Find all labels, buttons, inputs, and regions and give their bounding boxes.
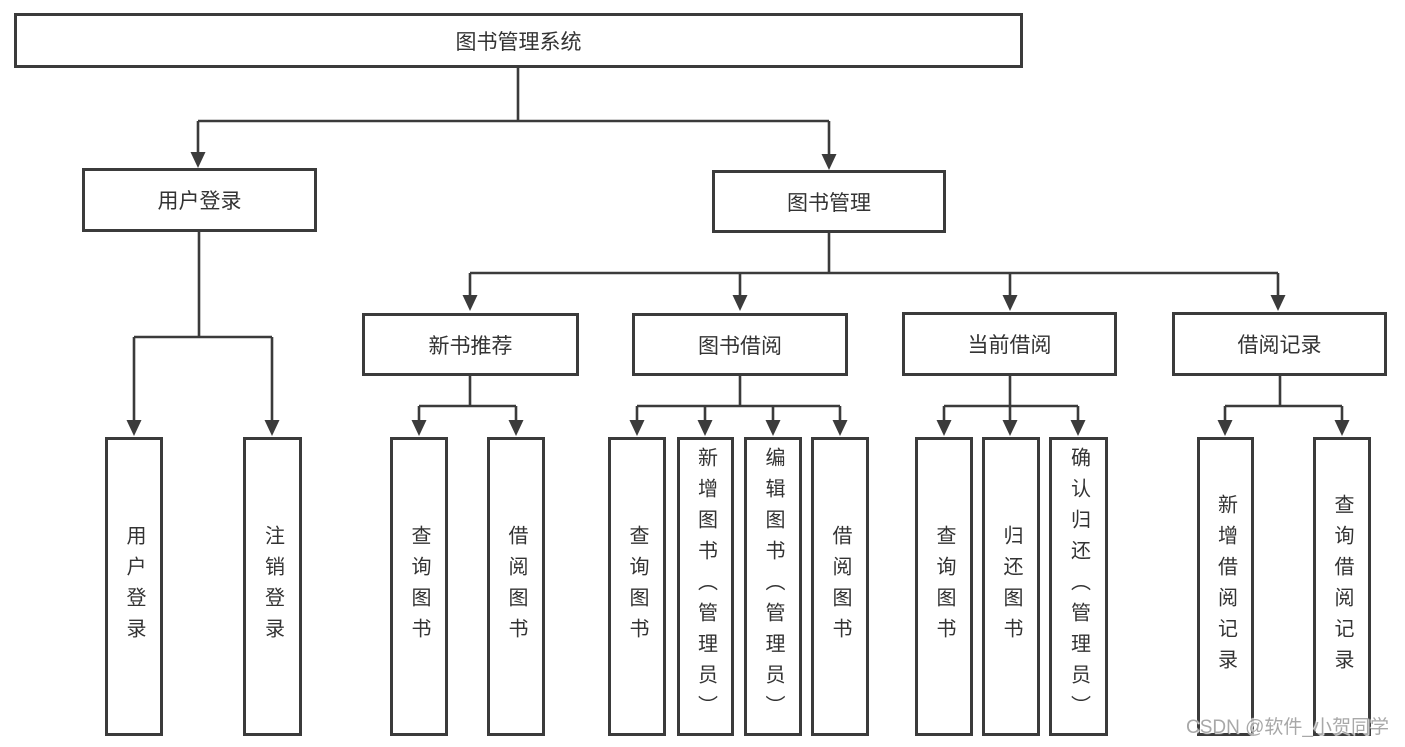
leaf-confirm-return-admin-label: 确认归还（管理员） [1067,447,1090,726]
leaf-borrow-books-recommend: 借阅图书 [487,437,545,736]
connector-book-borrowing-to-leaves [629,376,848,436]
node-book-borrowing: 图书借阅 [632,313,848,376]
leaf-logout-label: 注销登录 [261,524,284,649]
leaf-edit-books-admin-label: 编辑图书（管理员） [762,447,784,726]
leaf-query-books-borrowing-label: 查询图书 [626,524,648,649]
node-new-book-recommend-label: 新书推荐 [428,334,513,358]
leaf-user-login: 用户登录 [105,437,163,736]
node-root: 图书管理系统 [14,13,1023,68]
csdn-watermark: CSDN @软件_小贺同学 [1186,717,1389,738]
leaf-query-borrow-record: 查询借阅记录 [1313,437,1371,736]
leaf-confirm-return-admin: 确认归还（管理员） [1049,437,1108,736]
connector-user-login-to-leaves [126,232,280,436]
leaf-add-books-admin-label: 新增图书（管理员） [694,447,717,726]
leaf-borrow-books-recommend-label: 借阅图书 [505,524,527,649]
node-user-login-label: 用户登录 [157,190,242,213]
node-root-label: 图书管理系统 [455,30,582,54]
leaf-logout: 注销登录 [243,437,302,736]
leaf-query-books-borrowing: 查询图书 [608,437,666,736]
node-book-borrowing-label: 图书借阅 [698,334,782,358]
connector-borrow-records-to-leaves [1217,376,1350,436]
connector-new-book-recommend-to-leaves [411,376,524,436]
leaf-user-login-label: 用户登录 [123,524,145,649]
leaf-query-books-current: 查询图书 [915,437,973,736]
node-book-management-label: 图书管理 [787,191,871,215]
leaf-query-books-current-label: 查询图书 [933,524,955,649]
node-borrow-records: 借阅记录 [1172,312,1387,376]
node-current-borrowing-label: 当前借阅 [967,334,1052,357]
leaf-query-books-recommend: 查询图书 [390,437,448,736]
leaf-query-books-recommend-label: 查询图书 [408,524,430,649]
leaf-edit-books-admin: 编辑图书（管理员） [744,437,802,736]
leaf-add-borrow-record-label: 新增借阅记录 [1214,493,1237,680]
leaf-return-books-label: 归还图书 [1000,524,1022,649]
leaf-borrow-books: 借阅图书 [811,437,869,736]
leaf-borrow-books-label: 借阅图书 [829,524,851,649]
node-borrow-records-label: 借阅记录 [1237,334,1322,357]
connector-root-to-level2 [190,68,837,170]
node-book-management: 图书管理 [712,170,946,233]
node-current-borrowing: 当前借阅 [902,312,1117,376]
node-new-book-recommend: 新书推荐 [362,313,579,376]
leaf-return-books: 归还图书 [982,437,1040,736]
leaf-add-books-admin: 新增图书（管理员） [677,437,734,736]
connector-book-management-to-level3 [462,233,1286,311]
node-user-login: 用户登录 [82,168,317,232]
leaf-query-borrow-record-label: 查询借阅记录 [1331,493,1353,680]
leaf-add-borrow-record: 新增借阅记录 [1197,437,1254,736]
connector-current-borrowing-to-leaves [936,376,1086,436]
